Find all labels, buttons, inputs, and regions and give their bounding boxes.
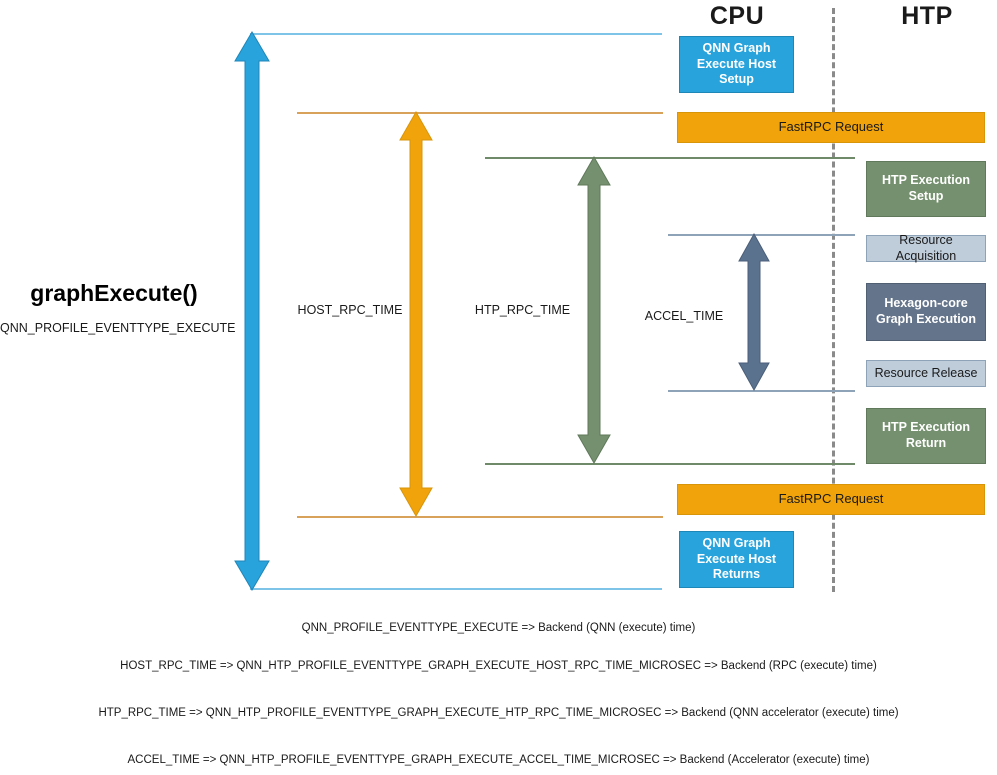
box-resource-acquisition: Resource Acquisition: [866, 233, 986, 263]
column-header-htp: HTP: [901, 2, 953, 30]
legend-line-host-rpc: HOST_RPC_TIME => QNN_HTP_PROFILE_EVENTTY…: [120, 660, 877, 672]
column-header-cpu: CPU: [709, 2, 765, 30]
page-subtitle: QNN_PROFILE_EVENTTYPE_EXECUTE: [0, 321, 236, 335]
legend-line-execute: QNN_PROFILE_EVENTTYPE_EXECUTE => Backend…: [301, 622, 696, 634]
legend-line-htp-rpc: HTP_RPC_TIME => QNN_HTP_PROFILE_EVENTTYP…: [98, 707, 899, 719]
guide-line-htp-rpc-top: [485, 157, 855, 159]
cpu-htp-divider: [832, 8, 835, 592]
page-title: graphExecute(): [30, 280, 198, 306]
arrow-accel-time: [738, 232, 770, 392]
arrow-label-htp-rpc-time: HTP_RPC_TIME: [474, 303, 571, 317]
guide-line-accel-top: [668, 234, 855, 236]
arrow-label-host-rpc-time: HOST_RPC_TIME: [297, 303, 403, 317]
arrow-htp-rpc-time: [577, 155, 611, 465]
guide-line-accel-bottom: [668, 390, 855, 392]
arrow-execute-span: [234, 31, 270, 591]
box-fastrpc-request-bottom: FastRPC Request: [677, 484, 985, 515]
guide-line-execute-top: [250, 33, 662, 35]
guide-line-host-rpc-bottom: [297, 516, 663, 518]
arrow-host-rpc-time: [399, 110, 433, 518]
guide-line-host-rpc-top: [297, 112, 663, 114]
box-htp-execution-return: HTP Execution Return: [866, 408, 986, 464]
box-qnn-graph-execute-host-setup: QNN Graph Execute Host Setup: [679, 36, 794, 93]
legend-line-accel: ACCEL_TIME => QNN_HTP_PROFILE_EVENTTYPE_…: [127, 754, 870, 766]
box-hexagon-core-graph-execution: Hexagon-core Graph Execution: [866, 283, 986, 341]
box-htp-execution-setup: HTP Execution Setup: [866, 161, 986, 217]
guide-line-htp-rpc-bottom: [485, 463, 855, 465]
box-fastrpc-request-top: FastRPC Request: [677, 112, 985, 143]
box-qnn-graph-execute-host-returns: QNN Graph Execute Host Returns: [679, 531, 794, 588]
guide-line-execute-bottom: [250, 588, 662, 590]
arrow-label-accel-time: ACCEL_TIME: [644, 309, 724, 323]
box-resource-release: Resource Release: [866, 360, 986, 387]
